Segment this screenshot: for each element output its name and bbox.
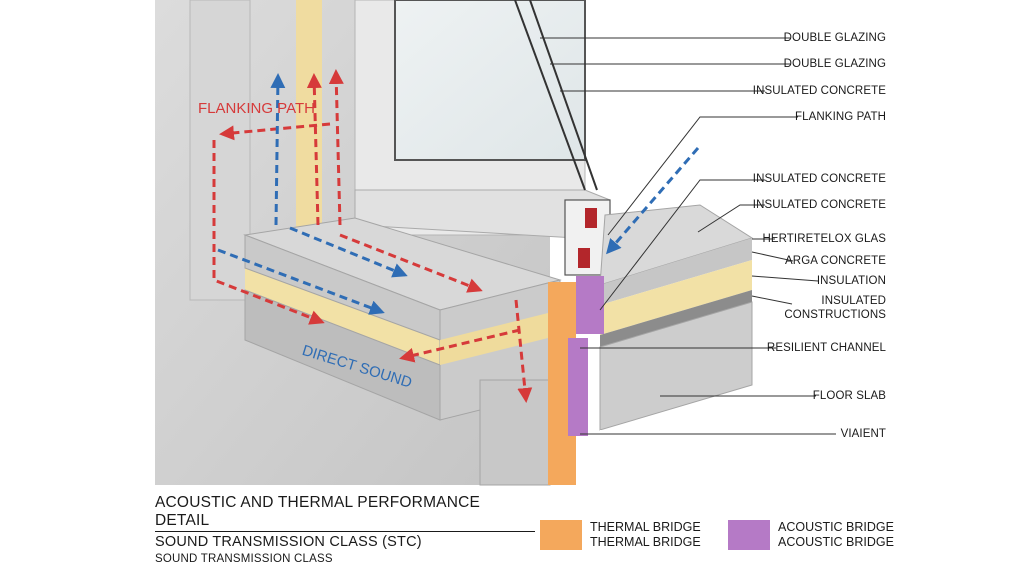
flanking-path-label: FLANKING PATH bbox=[198, 100, 315, 117]
acoustic-bridge-upper bbox=[576, 276, 604, 334]
leader-line-9 bbox=[751, 275, 819, 282]
direct-arrow-sill bbox=[289, 226, 408, 278]
legend-thermal-swatch bbox=[540, 520, 582, 550]
frame-gasket-upper bbox=[585, 208, 597, 228]
lower-wall bbox=[479, 379, 551, 486]
legend-thermal-line2: THERMAL BRIDGE bbox=[590, 535, 701, 549]
callout-insulated-concrete-3: INSULATED CONCRETE bbox=[752, 199, 886, 211]
callout-flanking-path: FLANKING PATH bbox=[795, 111, 886, 123]
legend-acoustic-line1: ACOUSTIC BRIDGE bbox=[778, 520, 894, 534]
acoustic-bridge-lower bbox=[568, 338, 588, 436]
glazing-pane-outer bbox=[514, 0, 586, 191]
sill-side-insulation bbox=[440, 310, 560, 365]
glazing-pane-inner bbox=[529, 0, 598, 191]
flanking-arrow-diag bbox=[399, 328, 521, 363]
flanking-arrow-down bbox=[514, 299, 533, 403]
floor-insulation bbox=[600, 260, 752, 335]
caption-title: ACOUSTIC AND THERMAL PERFORMANCE DETAIL bbox=[155, 494, 535, 532]
callout-double-glazing-1: DOUBLE GLAZING bbox=[783, 32, 886, 44]
callout-insulated-concrete-1: INSULATED CONCRETE bbox=[752, 85, 886, 97]
callout-viaient: VIAIENT bbox=[840, 428, 886, 440]
legend-thermal-bridge: THERMAL BRIDGE THERMAL BRIDGE bbox=[540, 520, 710, 552]
resilient-channel bbox=[600, 290, 752, 347]
leader-line-8 bbox=[751, 251, 794, 262]
callout-hertiretelox-glas: HERTIRETELOX GLAS bbox=[762, 233, 886, 245]
legend-acoustic-bridge: ACOUSTIC BRIDGE ACOUSTIC BRIDGE bbox=[728, 520, 898, 552]
leader-lines bbox=[540, 37, 836, 435]
callout-arga-concrete: ARGA CONCRETE bbox=[785, 255, 886, 267]
interior-wall-right bbox=[600, 430, 750, 485]
sill-insulation bbox=[245, 268, 440, 365]
leader-line-10 bbox=[751, 295, 793, 305]
caption-block: ACOUSTIC AND THERMAL PERFORMANCE DETAIL … bbox=[155, 494, 535, 566]
caption-subtitle: SOUND TRANSMISSION CLASS (STC) bbox=[155, 534, 422, 550]
callout-insulated-constructions: INSULATED CONSTRUCTIONS bbox=[784, 295, 886, 321]
leader-line-5 bbox=[599, 179, 765, 311]
direct-arrows bbox=[217, 73, 700, 315]
leader-line-4 bbox=[607, 116, 798, 236]
flanking-arrow-loop bbox=[212, 140, 325, 325]
floor-slab-front bbox=[600, 238, 752, 305]
leader-line-6 bbox=[697, 204, 765, 233]
callout-insulated-concrete-2: INSULATED CONCRETE bbox=[752, 173, 886, 185]
flanking-arrow-up-1 bbox=[306, 73, 322, 226]
ceiling-slab bbox=[599, 301, 753, 431]
callout-double-glazing-2: DOUBLE GLAZING bbox=[783, 58, 886, 70]
legend-thermal-line1: THERMAL BRIDGE bbox=[590, 520, 701, 534]
callout-floor-slab: FLOOR SLAB bbox=[812, 390, 886, 402]
legend-acoustic-swatch bbox=[728, 520, 770, 550]
direct-arrow-up bbox=[270, 73, 286, 226]
frame-gasket-lower bbox=[578, 248, 590, 268]
callout-resilient-channel: RESILIENT CHANNEL bbox=[766, 342, 886, 354]
legend-acoustic-line2: ACOUSTIC BRIDGE bbox=[778, 535, 894, 549]
caption-subnote: SOUND TRANSMISSION CLASS bbox=[155, 553, 333, 565]
wall-jamb bbox=[189, 0, 251, 301]
callout-insulation: INSULATION bbox=[816, 275, 886, 287]
window-glass bbox=[394, 0, 586, 161]
direct-arrow-glass bbox=[606, 147, 700, 255]
direct-arrow-front bbox=[217, 248, 385, 315]
